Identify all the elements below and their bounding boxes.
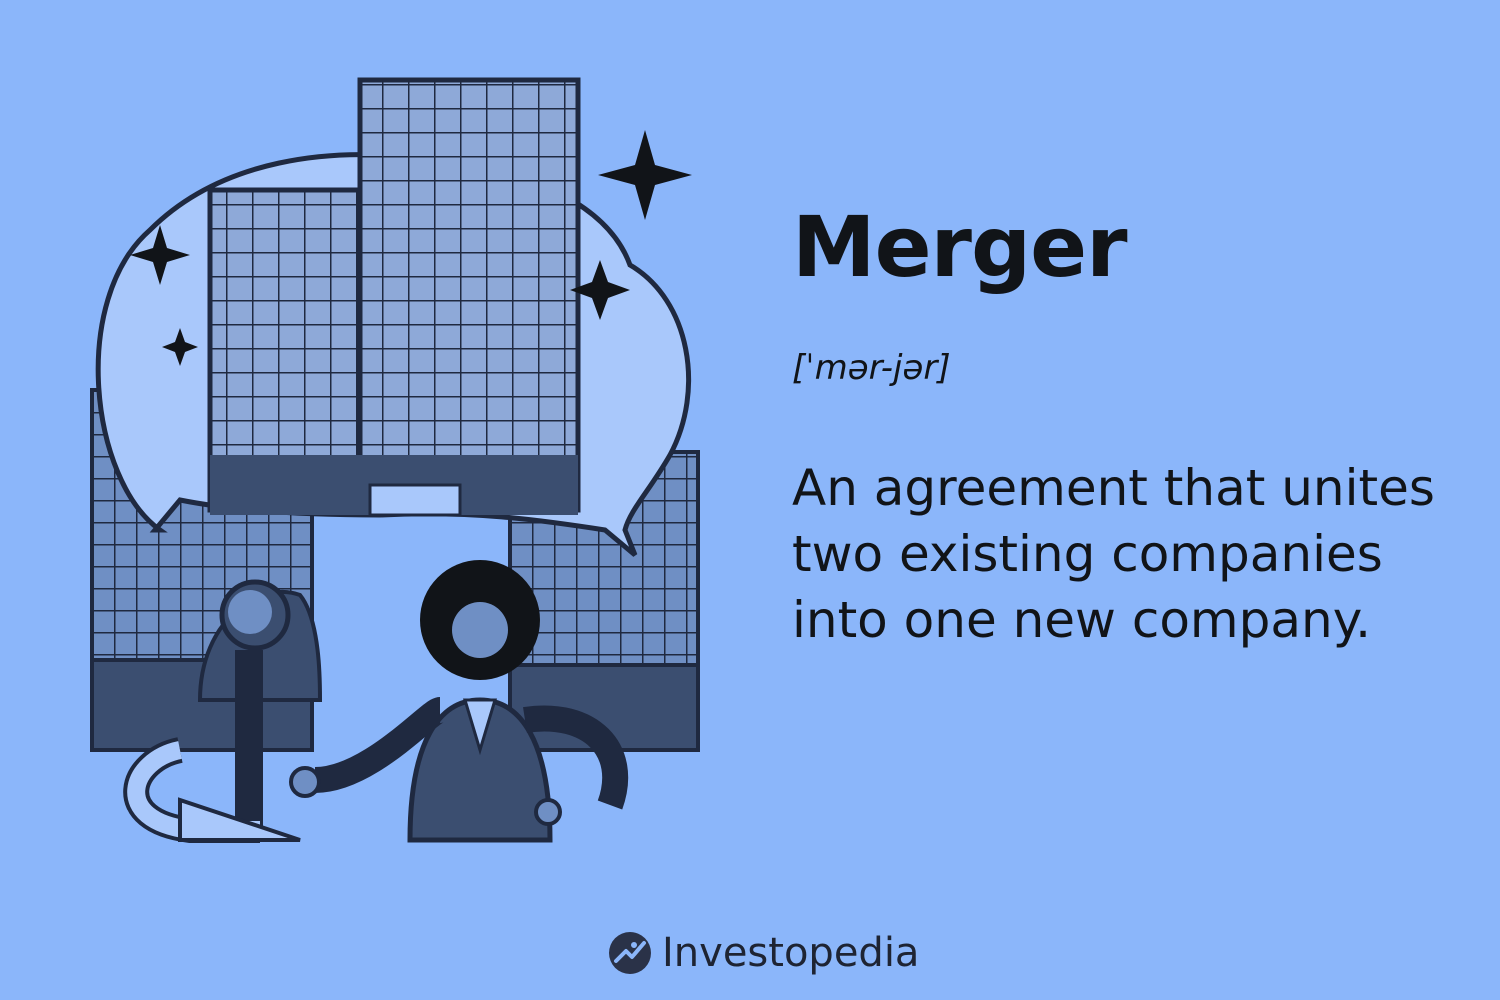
investopedia-logo-icon	[609, 932, 651, 974]
term-title: Merger	[792, 198, 1128, 296]
definition-text: An agreement that unites two existing co…	[792, 459, 1435, 649]
merger-illustration	[90, 77, 700, 843]
person-right	[289, 560, 628, 843]
brand: Investopedia	[608, 930, 919, 976]
person-left	[123, 579, 323, 843]
pronunciation: [ˈmər-jər]	[792, 348, 951, 388]
brand-name: Investopedia	[662, 930, 920, 976]
sparkle-icons	[130, 130, 692, 366]
tall-office-building	[207, 77, 581, 517]
